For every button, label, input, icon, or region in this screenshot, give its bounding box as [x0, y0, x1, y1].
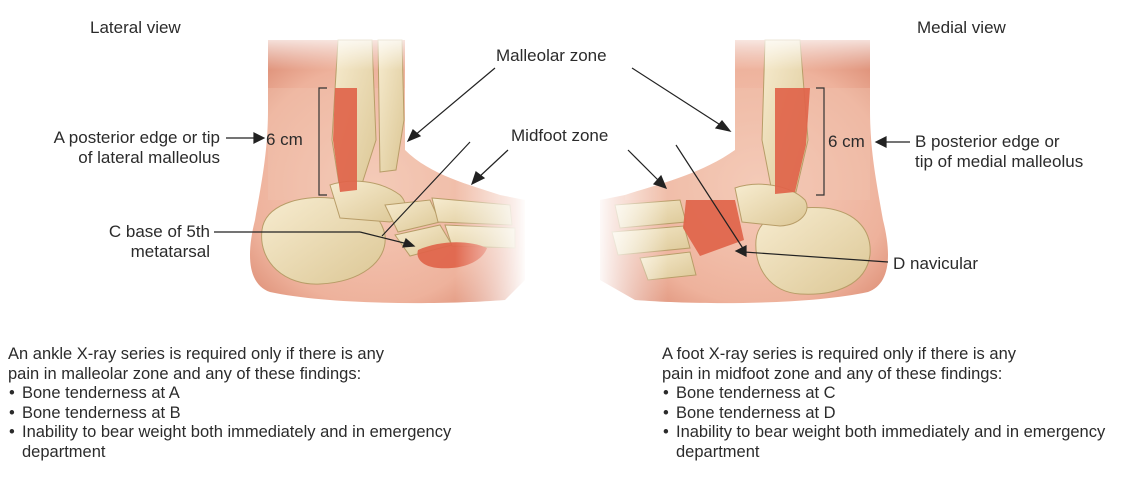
- midfoot-zone-label: Midfoot zone: [511, 126, 608, 146]
- lateral-distance-label: 6 cm: [266, 130, 303, 150]
- point-d-label: D navicular: [893, 254, 978, 274]
- point-b-label: B posterior edge or tip of medial malleo…: [915, 132, 1083, 172]
- point-c-label: C base of 5th metatarsal: [0, 222, 210, 262]
- lateral-foot: [250, 30, 527, 310]
- list-item: Inability to bear weight both immediatel…: [8, 423, 492, 462]
- list-item: Bone tenderness at D: [662, 404, 1129, 424]
- list-item: Bone tenderness at B: [8, 404, 492, 424]
- ankle-criteria-list: Bone tenderness at A Bone tenderness at …: [8, 384, 492, 462]
- list-item: Bone tenderness at C: [662, 384, 1129, 404]
- medial-distance-label: 6 cm: [828, 132, 865, 152]
- foot-xray-criteria: A foot X-ray series is required only if …: [662, 345, 1129, 462]
- medial-foot: [596, 30, 888, 310]
- ankle-xray-criteria: An ankle X-ray series is required only i…: [8, 345, 492, 462]
- lateral-view-title: Lateral view: [90, 18, 181, 38]
- list-item: Bone tenderness at A: [8, 384, 492, 404]
- foot-criteria-list: Bone tenderness at C Bone tenderness at …: [662, 384, 1129, 462]
- list-item: Inability to bear weight both immediatel…: [662, 423, 1129, 462]
- point-a-label: A posterior edge or tip of lateral malle…: [0, 128, 220, 168]
- malleolar-zone-label: Malleolar zone: [496, 46, 607, 66]
- medial-view-title: Medial view: [917, 18, 1006, 38]
